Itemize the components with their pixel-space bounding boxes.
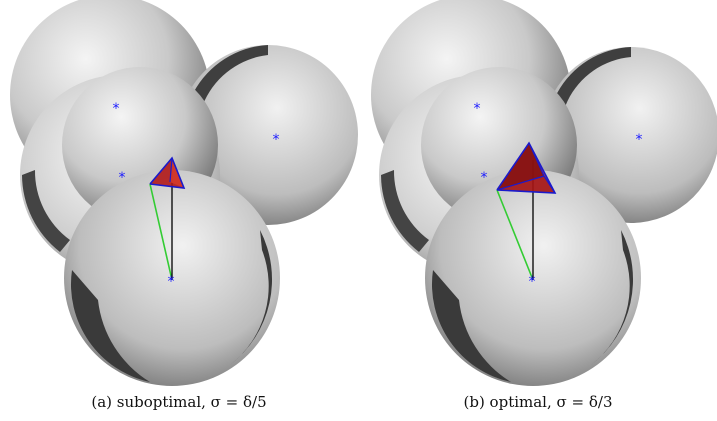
- sphere-right: [543, 47, 717, 223]
- center-asterisk: *: [168, 274, 175, 290]
- edge-green: [496, 189, 534, 281]
- caption-a: (a) suboptimal, σ = δ/5: [91, 393, 267, 411]
- sphere-render-a: * * * *: [10, 0, 358, 386]
- sphere-render-b: * * * *: [371, 0, 717, 386]
- edge-green: [149, 183, 173, 281]
- center-asterisk: *: [113, 101, 120, 117]
- caption-b: (b) optimal, σ = δ/3: [463, 393, 613, 411]
- center-asterisk: *: [273, 132, 280, 148]
- center-asterisk: *: [529, 274, 536, 290]
- center-asterisk: *: [636, 132, 643, 148]
- center-asterisk: *: [481, 170, 488, 186]
- panel-b: * * * * (b) optimal, σ = δ/3: [359, 0, 717, 421]
- center-asterisk: *: [119, 170, 126, 186]
- tetrahedron: [496, 141, 557, 194]
- tetrahedron: [149, 156, 186, 189]
- center-asterisk: *: [474, 101, 481, 117]
- sphere-right: [178, 45, 358, 225]
- panel-a: * * * * (a) suboptimal, σ = δ/5: [0, 0, 358, 421]
